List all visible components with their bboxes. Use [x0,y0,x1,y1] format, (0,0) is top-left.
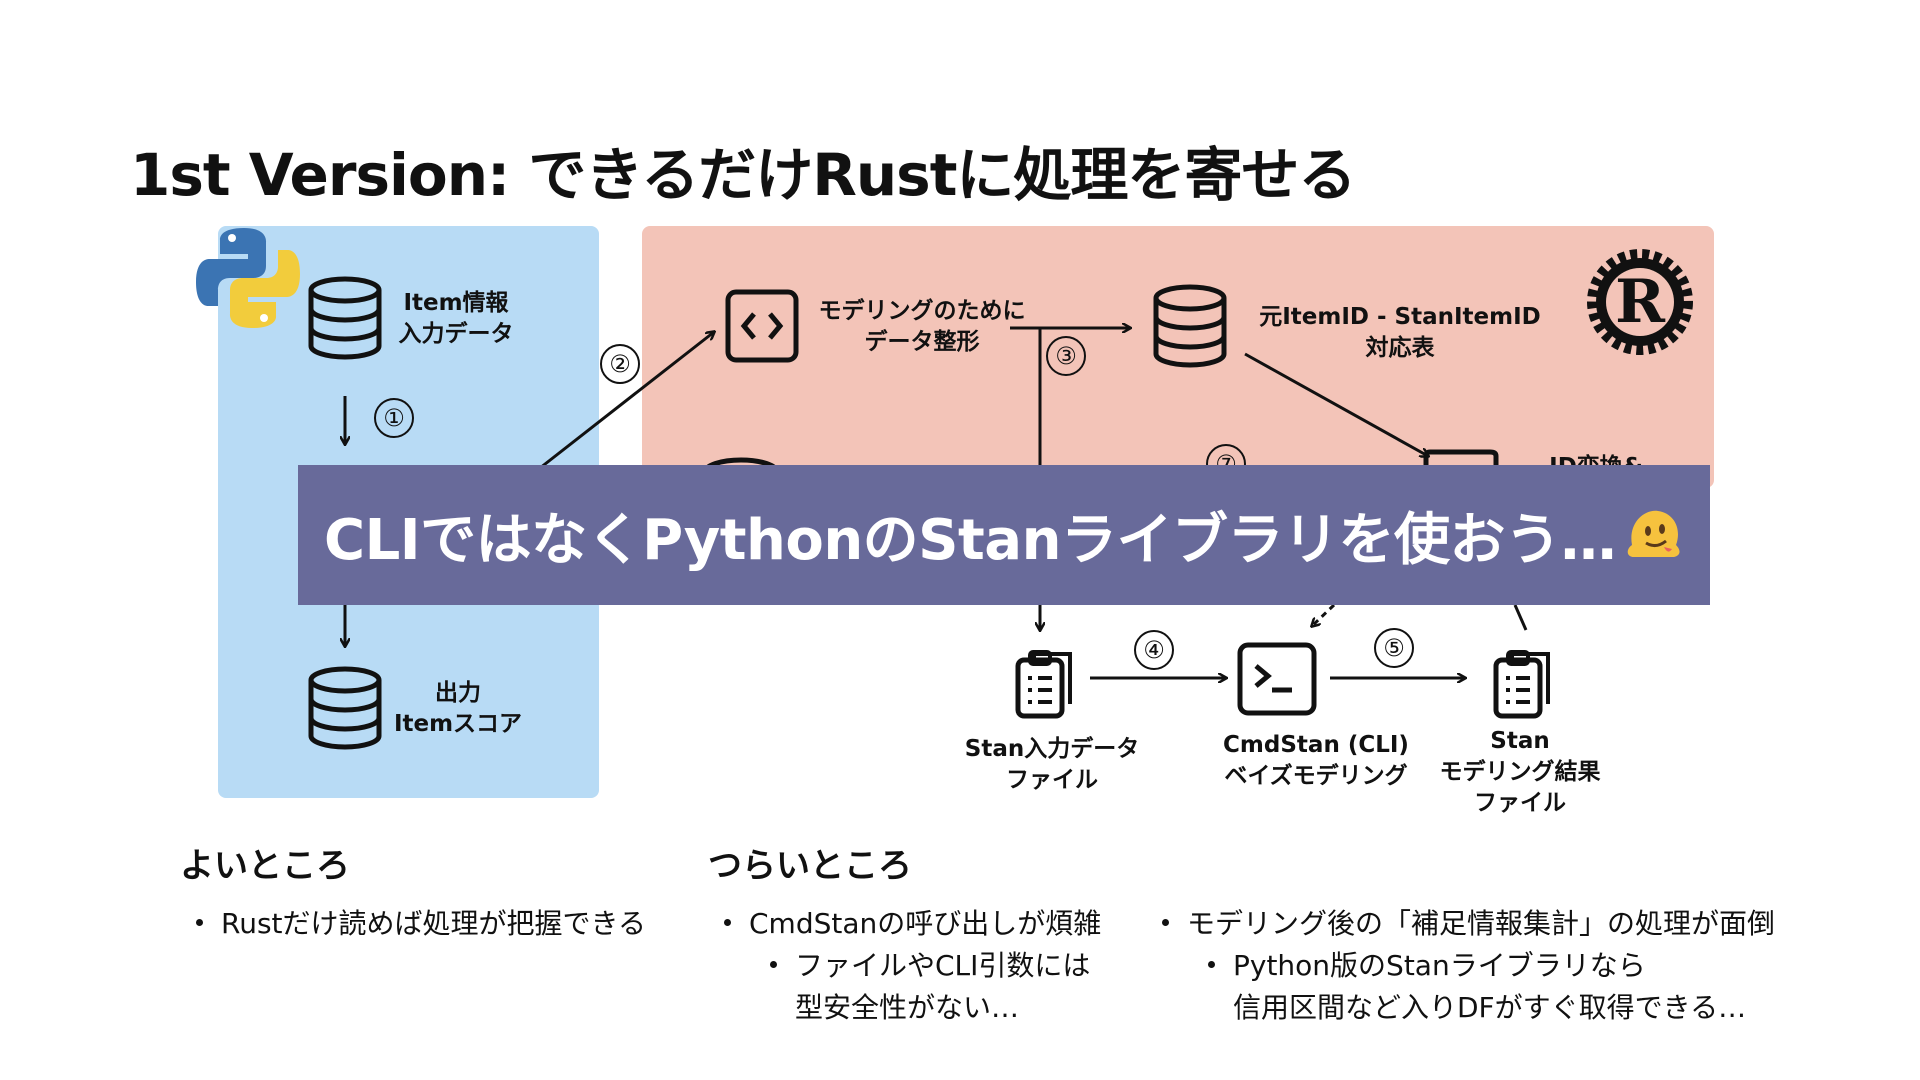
step-number-2: ② [600,344,640,384]
cons-subitem-cmdstan-cont: 型安全性がない… [795,991,1020,1024]
cons-subitem-aggregation: Python版のStanライブラリなら [1208,946,1646,986]
overlay-banner: CLIではなくPythonのStanライブラリを使おう… [298,465,1710,605]
cons-heading: つらいところ [708,846,912,886]
python-logo-icon [196,228,300,328]
rust-panel [642,226,1714,488]
clipboard-file-icon [1018,652,1070,716]
label-cmdstan: CmdStan (CLI)ベイズモデリング [1223,732,1409,789]
cons-subitem-aggregation-cont: 信用区間など入りDFがすぐ取得できる… [1233,991,1747,1024]
label-item-input: Item情報入力データ [398,290,514,347]
label-stan-input: Stan入力データファイル [964,736,1140,793]
step-number-5: ⑤ [1374,628,1414,668]
melting-face-emoji-icon [1624,505,1684,565]
pros-heading: よいところ [180,846,350,886]
label-formatting: モデリングのためにデータ整形 [818,298,1026,355]
svg-text:R: R [1615,267,1666,337]
database-icon [311,669,379,747]
code-icon [725,289,799,363]
overlay-text: CLIではなくPythonのStanライブラリを使おう… [324,507,1616,573]
database-icon [311,279,379,357]
label-id-convert: ID変換& [1549,452,1643,466]
clipboard-file-icon [1496,652,1548,716]
step-number-1: ① [374,398,414,438]
database-icon [1156,287,1224,365]
cons-subitem-cmdstan: ファイルやCLI引数には [770,946,1090,986]
step-number-4: ④ [1134,630,1174,670]
terminal-icon [1237,642,1317,716]
step-number-3: ③ [1046,336,1086,376]
cons-item-cmdstan: CmdStanの呼び出しが煩雑 [724,904,1101,944]
cons-item-aggregation: モデリング後の「補足情報集計」の処理が面倒 [1162,904,1775,944]
rust-logo-icon: R [1587,249,1693,355]
slide-title: 1st Version: できるだけRustに処理を寄せる [130,141,1356,209]
pros-item: Rustだけ読めば処理が把握できる [196,904,646,944]
